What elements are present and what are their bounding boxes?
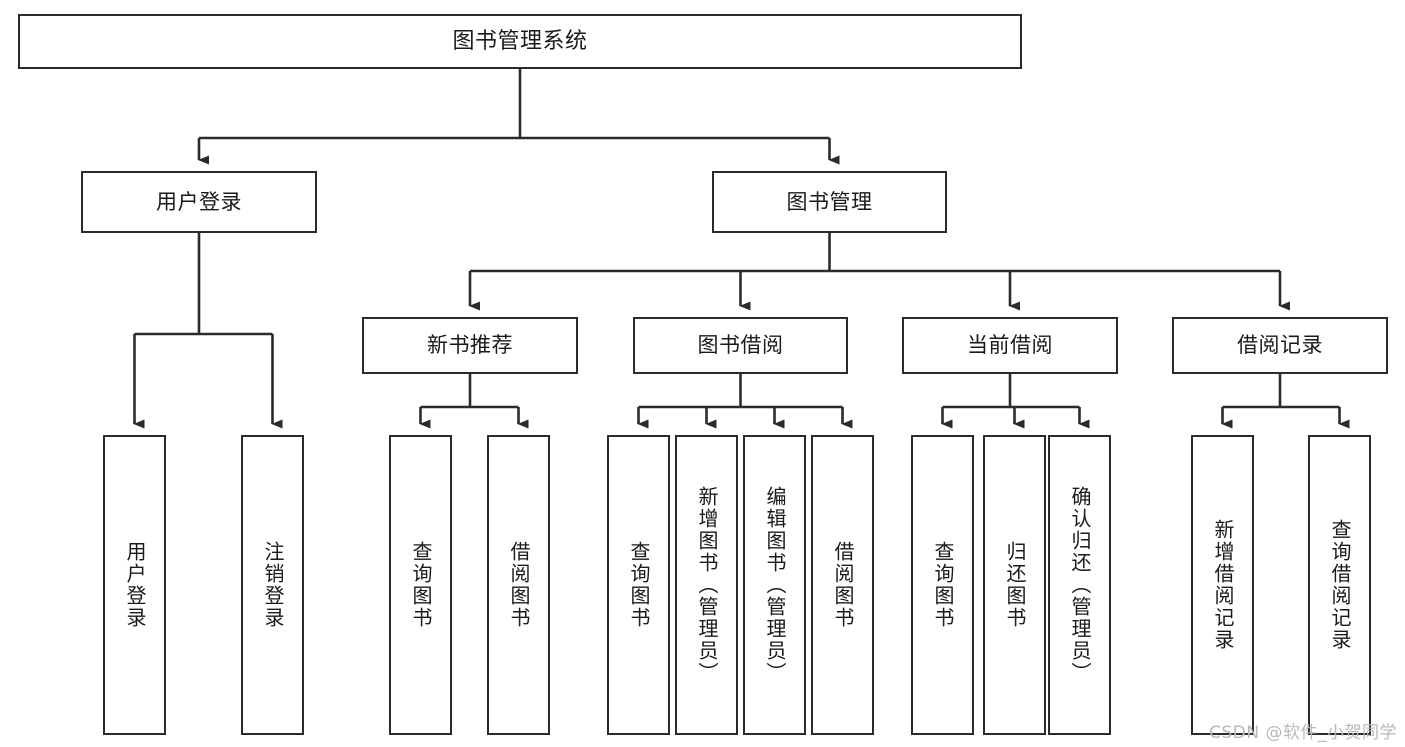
node-leaf-query-record[interactable]: 查询借阅记录 <box>1308 435 1371 735</box>
node-label: 查询图书 <box>627 541 651 629</box>
node-leaf-user-logout[interactable]: 注销登录 <box>241 435 304 735</box>
node-label: 用户登录 <box>123 541 147 629</box>
node-leaf-add-record[interactable]: 新增借阅记录 <box>1191 435 1254 735</box>
node-label: 图书管理系统 <box>452 28 588 54</box>
node-leaf-query-book-3[interactable]: 查询图书 <box>911 435 974 735</box>
node-label: 注销登录 <box>261 541 285 629</box>
node-book-manage[interactable]: 图书管理 <box>712 171 947 233</box>
node-leaf-user-login[interactable]: 用户登录 <box>103 435 166 735</box>
node-label: 新增图书（管理员） <box>695 486 719 684</box>
node-label: 查询图书 <box>931 541 955 629</box>
node-leaf-borrow-book-2[interactable]: 借阅图书 <box>811 435 874 735</box>
node-label: 借阅图书 <box>831 541 855 629</box>
node-current-borrow[interactable]: 当前借阅 <box>902 317 1118 374</box>
node-label: 当前借阅 <box>967 333 1053 358</box>
node-label: 查询借阅记录 <box>1328 519 1352 651</box>
node-user-login[interactable]: 用户登录 <box>81 171 317 233</box>
node-borrow-record[interactable]: 借阅记录 <box>1172 317 1388 374</box>
node-label: 新书推荐 <box>427 333 513 358</box>
node-label: 借阅记录 <box>1237 333 1323 358</box>
watermark-text: CSDN @软件_小贺同学 <box>1209 723 1397 743</box>
node-label: 新增借阅记录 <box>1211 519 1235 651</box>
node-label: 借阅图书 <box>507 541 531 629</box>
node-book-borrow[interactable]: 图书借阅 <box>633 317 848 374</box>
node-label: 查询图书 <box>409 541 433 629</box>
node-leaf-add-book[interactable]: 新增图书（管理员） <box>675 435 738 735</box>
node-root[interactable]: 图书管理系统 <box>18 14 1022 69</box>
node-new-book-rec[interactable]: 新书推荐 <box>362 317 578 374</box>
node-label: 用户登录 <box>156 189 242 214</box>
node-label: 归还图书 <box>1003 541 1027 629</box>
node-leaf-confirm-return[interactable]: 确认归还（管理员） <box>1048 435 1111 735</box>
node-label: 编辑图书（管理员） <box>763 486 787 684</box>
node-leaf-borrow-book-1[interactable]: 借阅图书 <box>487 435 550 735</box>
node-label: 图书借阅 <box>697 333 784 358</box>
node-leaf-return-book[interactable]: 归还图书 <box>983 435 1046 735</box>
node-label: 确认归还（管理员） <box>1068 486 1092 684</box>
node-label: 图书管理 <box>786 189 873 214</box>
node-leaf-query-book-1[interactable]: 查询图书 <box>389 435 452 735</box>
node-leaf-edit-book[interactable]: 编辑图书（管理员） <box>743 435 806 735</box>
node-leaf-query-book-2[interactable]: 查询图书 <box>607 435 670 735</box>
